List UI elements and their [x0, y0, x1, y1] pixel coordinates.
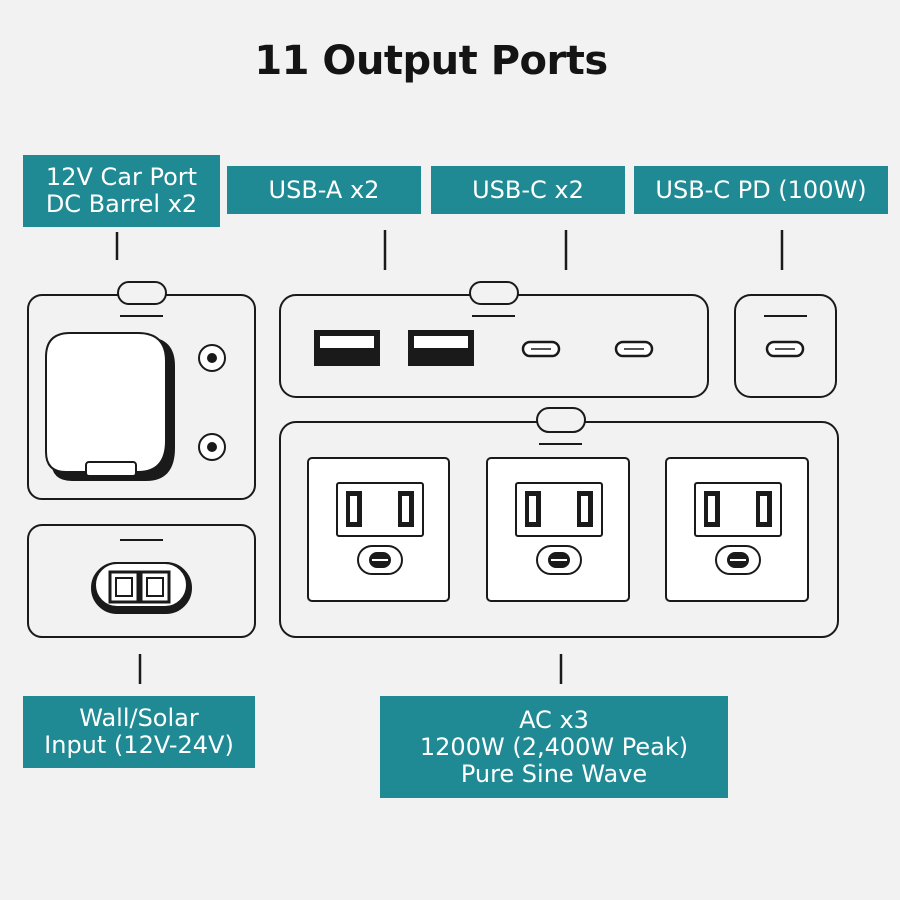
- label-car-port-line1: 12V Car Port: [45, 163, 198, 191]
- usb-c-icon: [765, 340, 805, 358]
- car-port-cover-icon: [45, 332, 175, 481]
- label-wall-solar: Wall/Solar Input (12V-24V): [23, 696, 255, 768]
- label-car-port-line2: DC Barrel x2: [45, 190, 198, 218]
- usb-c-pd-panel: [734, 294, 837, 398]
- label-usb-c-pd: USB-C PD (100W): [634, 166, 888, 214]
- label-car-port: 12V Car Port DC Barrel x2: [23, 155, 220, 227]
- usb-panel: [279, 281, 709, 398]
- label-wall-solar-line2: Input (12V-24V): [44, 731, 234, 759]
- leader-lines: [115, 230, 784, 684]
- page-title: 11 Output Ports: [254, 38, 608, 84]
- label-usb-a: USB-A x2: [227, 166, 421, 214]
- label-ac-line1: AC x3: [519, 705, 589, 734]
- dc-barrel-icon: [198, 433, 226, 461]
- panel-tab: [117, 281, 167, 305]
- panel-tab: [469, 281, 519, 305]
- usb-a-icon: [408, 330, 474, 366]
- ac-outlet-icon: [665, 457, 809, 602]
- wall-solar-panel: [27, 524, 256, 638]
- ac-outlet-icon: [486, 457, 630, 602]
- label-ac-line3: Pure Sine Wave: [460, 759, 648, 788]
- label-ac: AC x3 1200W (2,400W Peak) Pure Sine Wave: [380, 696, 728, 798]
- ac-panel: [279, 407, 839, 638]
- usb-c-icon: [521, 340, 561, 358]
- label-wall-solar-line1: Wall/Solar: [79, 704, 199, 732]
- dc-barrel-icon: [198, 344, 226, 372]
- panel-tab: [536, 407, 586, 433]
- dc-input-icon: [91, 562, 192, 614]
- label-ac-line2: 1200W (2,400W Peak): [419, 732, 689, 761]
- car-port-panel: [27, 281, 256, 500]
- usb-a-icon: [314, 330, 380, 366]
- ac-outlet-icon: [307, 457, 450, 602]
- usb-c-icon: [614, 340, 654, 358]
- label-usb-c: USB-C x2: [431, 166, 625, 214]
